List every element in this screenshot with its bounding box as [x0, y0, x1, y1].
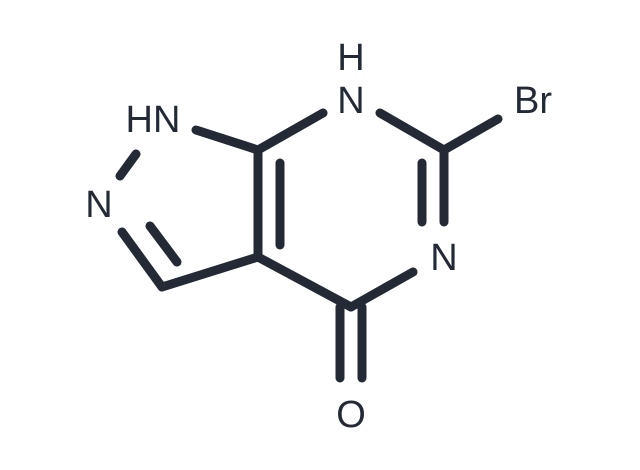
atom-label-n-pyrimidine: N	[430, 237, 457, 279]
bond-n1-n2	[115, 149, 141, 181]
bond-c6-br	[439, 114, 503, 155]
atom-label-n-pyrazole: N	[85, 184, 112, 226]
bond-n2-c3-outer	[117, 227, 167, 292]
bond-c7a-n7	[253, 108, 328, 155]
bond-n2-c3-inner	[145, 221, 182, 267]
atom-label-group: HN N H N Br N O	[85, 37, 552, 436]
bond-c3-c3a	[157, 252, 263, 292]
atom-label-bromine: Br	[514, 80, 552, 122]
atom-label-ring-h: H	[337, 37, 364, 79]
bond-n5-c4	[346, 267, 418, 312]
atom-label-oxygen: O	[336, 394, 366, 436]
bond-c4-c3a	[253, 252, 356, 312]
bond-c7a-n1	[191, 125, 263, 155]
bond-group	[115, 108, 503, 383]
bond-n7-c6	[375, 108, 449, 155]
atom-label-ring-n: N	[337, 80, 364, 122]
atom-label-nh-pyrazole: HN	[126, 99, 181, 141]
